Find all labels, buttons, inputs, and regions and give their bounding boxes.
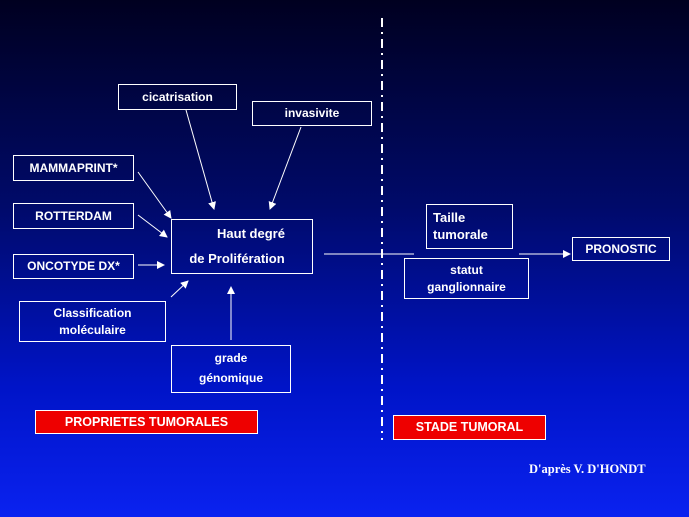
mammaprint-label: MAMMAPRINT* bbox=[29, 160, 118, 175]
classification-line1: Classification bbox=[53, 306, 132, 321]
classification-box: Classification moléculaire bbox=[19, 301, 166, 342]
pronostic-label: PRONOSTIC bbox=[585, 241, 657, 256]
taille-tumorale-box: Taille tumorale bbox=[426, 204, 513, 249]
invasivite-label: invasivite bbox=[284, 106, 340, 121]
arrow-invasivite bbox=[268, 126, 302, 210]
proliferation-center-box: Haut degré de Prolifération bbox=[171, 219, 313, 274]
statut-line1: statut bbox=[450, 263, 483, 278]
taille-line1: Taille bbox=[433, 209, 466, 225]
proprietes-tumorales-label: PROPRIETES TUMORALES bbox=[35, 410, 258, 434]
stade-text: STADE TUMORAL bbox=[415, 420, 524, 435]
oncotype-box: ONCOTYDE DX* bbox=[13, 254, 134, 279]
oncotype-label: ONCOTYDE DX* bbox=[27, 259, 120, 274]
arrow-rotterdam bbox=[137, 214, 168, 238]
pronostic-box: PRONOSTIC bbox=[572, 237, 670, 261]
grade-line2: génomique bbox=[198, 371, 263, 385]
arrow-mammaprint bbox=[137, 171, 172, 219]
arrow-classification bbox=[170, 280, 189, 298]
classification-line2: moléculaire bbox=[59, 322, 126, 337]
rotterdam-box: ROTTERDAM bbox=[13, 203, 134, 229]
center-line1: Haut degré bbox=[217, 225, 285, 241]
cicatrisation-box: cicatrisation bbox=[118, 84, 237, 110]
taille-line2: tumorale bbox=[433, 226, 488, 242]
statut-ganglionnaire-box: statut ganglionnaire bbox=[404, 258, 529, 299]
center-line2: de Prolifération bbox=[189, 250, 285, 266]
rotterdam-label: ROTTERDAM bbox=[35, 208, 112, 223]
arrow-cicatrisation bbox=[185, 109, 216, 210]
stade-tumoral-label: STADE TUMORAL bbox=[393, 415, 546, 440]
mammaprint-box: MAMMAPRINT* bbox=[13, 155, 134, 181]
grade-genomique-box: grade génomique bbox=[171, 345, 291, 393]
proprietes-text: PROPRIETES TUMORALES bbox=[64, 414, 229, 429]
invasivite-box: invasivite bbox=[252, 101, 372, 126]
cicatrisation-label: cicatrisation bbox=[142, 89, 213, 104]
source-credit: D'après V. D'HONDT bbox=[529, 462, 646, 476]
statut-line2: ganglionnaire bbox=[427, 279, 506, 294]
grade-line1: grade bbox=[214, 351, 248, 366]
